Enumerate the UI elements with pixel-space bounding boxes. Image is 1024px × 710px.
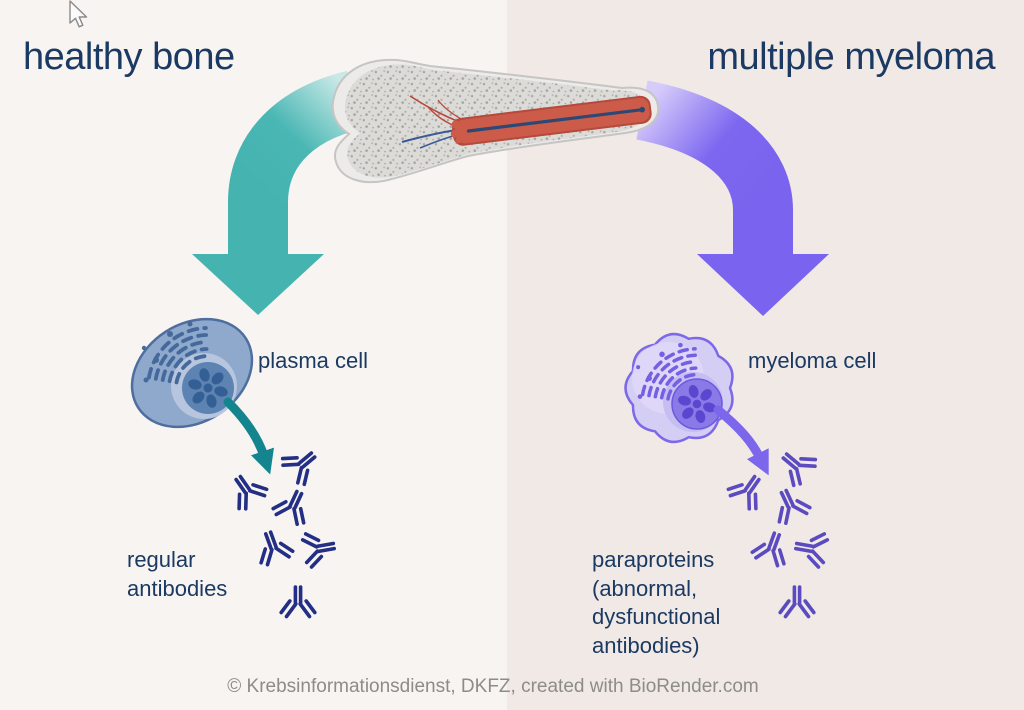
antibody-icon: [772, 441, 821, 490]
antibody-icon: [279, 585, 317, 619]
paraproteins-group: [724, 441, 831, 619]
plasma-cell-er: [141, 321, 209, 385]
healthy-bone-title: healthy bone: [23, 36, 235, 78]
antibody-icon: [222, 466, 271, 514]
plasma-cell: [130, 317, 274, 475]
attribution-caption: © Krebsinformationsdienst, DKFZ, created…: [227, 676, 759, 697]
plasma-cell-label: plasma cell: [258, 348, 369, 373]
antibody-icon: [269, 483, 317, 529]
antibody-icon: [791, 527, 831, 570]
bone-marrow: [450, 95, 652, 146]
antibody-icon: [299, 527, 339, 570]
antibody-icon: [250, 525, 296, 569]
myeloma-branch-arrow-icon: [635, 80, 829, 316]
myeloma-cell-label: myeloma cell: [748, 348, 877, 373]
multiple-myeloma-title: multiple myeloma: [707, 36, 995, 78]
mouse-cursor-icon: [69, 0, 88, 28]
antibody-icon: [749, 526, 795, 570]
antibody-icon: [766, 482, 814, 528]
antibody-icon: [277, 440, 326, 489]
paraproteins-label: paraproteins (abnormal, dysfunctional an…: [592, 547, 721, 658]
bone-illustration: [331, 58, 660, 184]
myeloma-cell: [624, 332, 769, 476]
antibody-icon: [724, 466, 773, 514]
myeloma-secretion-arrow-icon: [713, 405, 769, 476]
myeloma-cell-er: [636, 342, 698, 401]
regular-antibodies-label: regular antibodies: [127, 547, 228, 601]
healthy-branch-arrow-icon: [192, 70, 362, 315]
regular-antibodies-group: [222, 440, 339, 619]
plasma-secretion-arrow-icon: [223, 397, 274, 475]
antibody-icon: [778, 585, 816, 619]
